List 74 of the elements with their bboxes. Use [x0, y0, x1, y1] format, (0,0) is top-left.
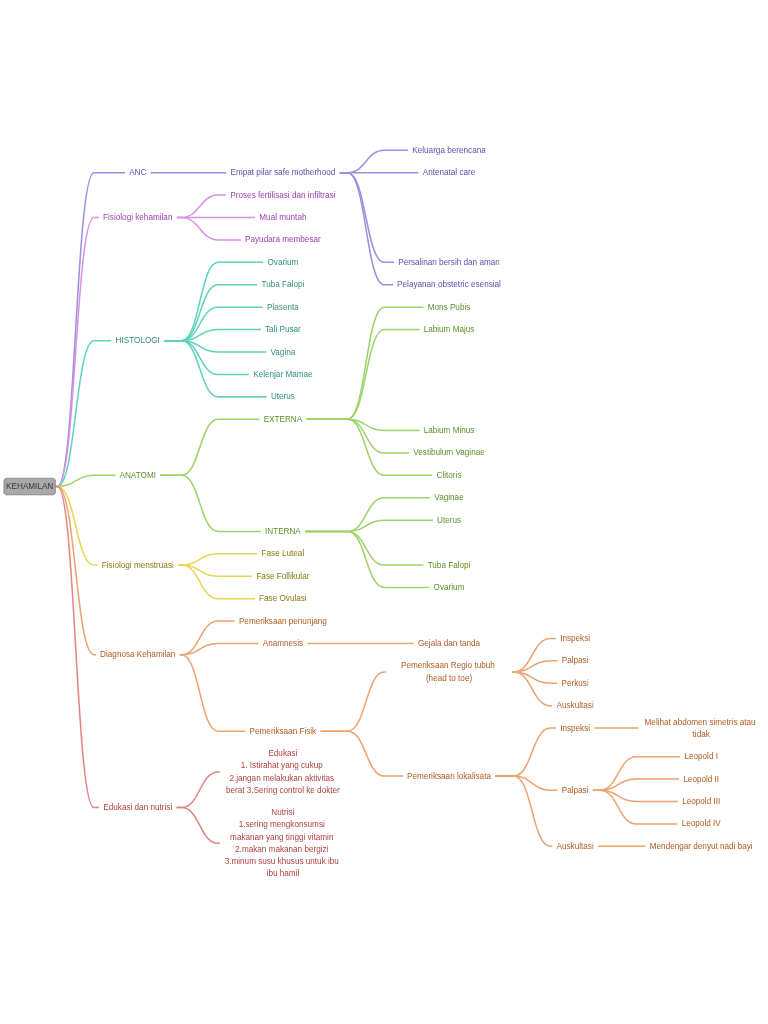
connector: [338, 171, 394, 286]
node-text: Kelenjar Mamae: [253, 369, 313, 379]
connector: [319, 730, 404, 777]
node-text: Mons Pubis: [427, 302, 471, 312]
node-text: Ovarium: [433, 582, 465, 592]
node-text: Fase Ovulasi: [259, 594, 307, 603]
connector: [591, 789, 679, 825]
node-text: Nutrisi 1.sering mengkonsumsi makanan yang tinggi vitamin 2.makan makanan bergizi 3.minum susu khusus untuk ibu ibu hamil: [224, 808, 339, 878]
node-text: Tuba Falopi: [427, 560, 471, 570]
node-text: Pemeriksaan Regio tubuh (head to toe): [400, 661, 495, 683]
node-text: Gejala dan tanda: [417, 638, 481, 648]
connector: [175, 216, 242, 241]
node-text: Mual muntah: [259, 212, 307, 222]
node-text: Leopold III: [682, 796, 721, 806]
node-text: Labium Majus: [423, 324, 475, 334]
connector: [175, 806, 221, 844]
node-text: Uterus: [437, 515, 462, 525]
connector: [178, 653, 247, 732]
connector: [306, 642, 415, 645]
node-text: ANATOMI: [119, 470, 156, 480]
node-text: Clitoris: [436, 470, 462, 480]
node-text: Palpasi: [561, 785, 589, 795]
node-text: Diagnosa Kehamilan: [100, 650, 176, 659]
node-text: Keluarga berencana: [412, 145, 486, 155]
node-text: Fase Follikular: [256, 571, 310, 581]
node-text: Tuba Falopi: [261, 280, 305, 289]
connector: [163, 340, 268, 398]
node-text: EXTERNA: [263, 414, 303, 424]
connector: [159, 474, 262, 533]
node-text: Proses fertilisasi dan infiltrasi: [230, 190, 336, 200]
node-text: Inspeksi: [560, 723, 591, 733]
node-text: INTERNA: [264, 526, 301, 536]
node-text: Edukasi 1. Istirahat yang cukup 2.jangan melakukan aktivitas berat 3.Sering control ke dokter: [226, 748, 340, 795]
node-text: Edukasi dan nutrisi: [103, 802, 173, 812]
node-text: Leopold I: [684, 752, 718, 761]
node-text: Ovarium: [267, 257, 299, 267]
node-text: Pemeriksaan lokalisata: [407, 771, 491, 781]
connector: [597, 845, 647, 848]
node-text: Auskultasi: [556, 701, 594, 710]
node-text: Labium Minus: [423, 425, 475, 435]
node-text: Melihat abdomen simetris atau tidak: [644, 717, 756, 739]
node-text: Uterus: [270, 392, 295, 401]
node-text: Pemeriksaan penunjang: [238, 616, 327, 626]
node-text: Fisiologi kehamilan: [103, 212, 173, 222]
node-text: HISTOLOGI: [115, 336, 160, 345]
connector: [177, 564, 256, 600]
node-text: Antenatal care: [422, 168, 476, 177]
node-text: Persalinan bersih dan aman: [398, 257, 500, 267]
connector: [494, 775, 554, 848]
connector: [54, 485, 100, 809]
node-text: Leopold IV: [681, 819, 721, 828]
node-text: Palpasi: [561, 656, 589, 665]
connector: [304, 530, 431, 589]
node-text: Inspeksi: [560, 633, 591, 643]
node-text: Perkusi: [561, 678, 589, 688]
node-text: Tali Pusar: [264, 324, 301, 334]
node-text: Pelayanan obstetric esensial: [397, 280, 501, 289]
node-text: Fase Luteal: [261, 549, 305, 558]
node-text: Empat pilar safe motherhood: [230, 168, 336, 177]
node-text: Mendengar denyut nadi bayi: [649, 841, 753, 851]
node-text: Auskultasi: [556, 841, 594, 851]
node-text: Vestibulum Vaginae: [413, 448, 485, 457]
connector: [305, 418, 434, 477]
node-text: Payudara membesar: [245, 235, 321, 244]
connector: [149, 171, 228, 174]
node-text: Anamnesis: [262, 638, 304, 648]
node-text: ANC: [129, 168, 147, 177]
node-text: Vaginae: [434, 493, 464, 502]
node-text: Plasenta: [267, 302, 299, 312]
node-text: Leopold II: [683, 774, 720, 784]
node-text: Vagina: [270, 347, 296, 357]
node-text: Pemeriksaan Fisik: [249, 726, 317, 736]
connector: [593, 727, 640, 729]
node-text: Fisiologi menstruasi: [101, 560, 174, 570]
